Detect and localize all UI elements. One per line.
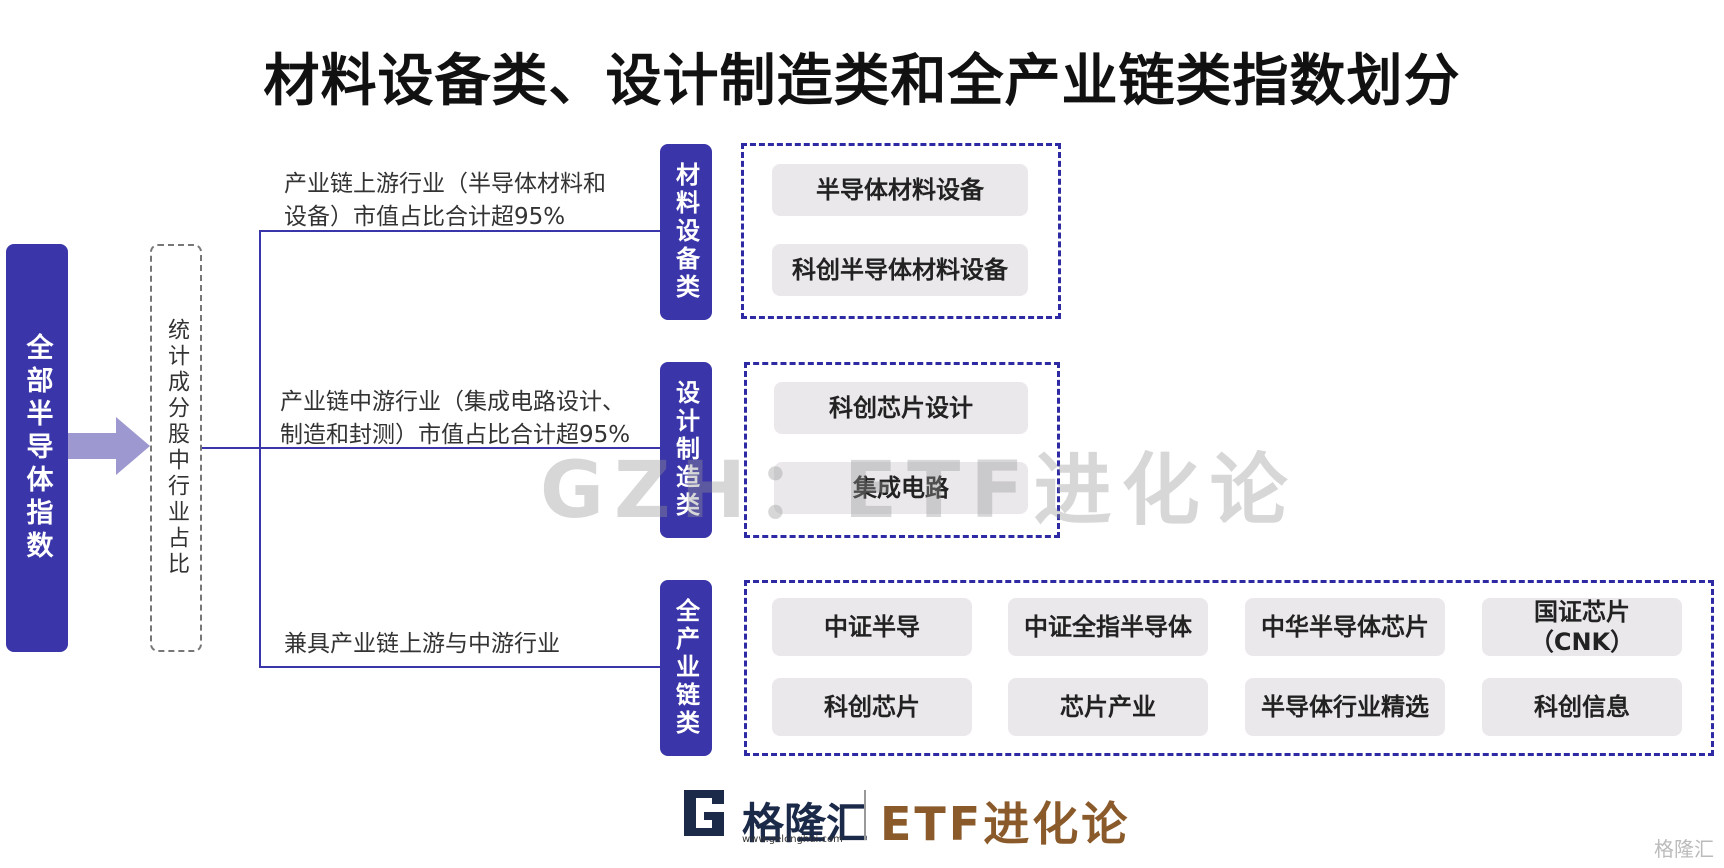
connector-line <box>259 230 661 232</box>
index-pill: 集成电路 <box>774 462 1028 514</box>
category-design-manufacturing: 设计制造类 <box>660 362 712 538</box>
footer-logo-name: 格隆汇 <box>742 799 869 848</box>
connector-line <box>202 447 260 449</box>
index-pill: 半导体行业精选 <box>1245 678 1445 736</box>
branch-description: 兼具产业链上游与中游行业 <box>284 631 560 657</box>
arrow-right-icon <box>68 417 150 475</box>
full-industry-chain-group <box>744 580 1714 756</box>
page-title: 材料设备类、设计制造类和全产业链类指数划分 <box>263 49 1461 114</box>
watermark: GZH：ETF进化论 <box>540 446 1298 536</box>
connector-line <box>259 447 661 449</box>
materials-equipment-group <box>741 143 1061 319</box>
branch-description: 产业链中游行业（集成电路设计、制造和封测）市值占比合计超95% <box>280 389 631 448</box>
design-manufacturing-group <box>744 362 1060 538</box>
connector-line <box>259 230 261 668</box>
category-materials-equipment: 材料设备类 <box>660 144 712 320</box>
index-pill: 半导体材料设备 <box>772 164 1028 216</box>
index-pill: 科创半导体材料设备 <box>772 244 1028 296</box>
index-pill: 中华半导体芯片 <box>1245 598 1445 656</box>
corner-watermark: 格隆汇 <box>1654 837 1714 861</box>
statistics-box: 统计成分股中行业占比 <box>150 244 202 652</box>
all-semiconductor-index-bar: 全部半导体指数 <box>6 244 68 652</box>
index-pill: 国证芯片 （CNK） <box>1482 598 1682 656</box>
footer-divider <box>864 790 866 840</box>
index-pill: 中证全指半导体 <box>1008 598 1208 656</box>
index-pill: 科创芯片设计 <box>774 382 1028 434</box>
footer-logo-url: www.gelonghui.com <box>742 834 843 845</box>
connector-line <box>259 666 661 668</box>
index-pill: 科创芯片 <box>772 678 972 736</box>
category-full-industry-chain: 全产业链类 <box>660 580 712 756</box>
index-pill: 芯片产业 <box>1008 678 1208 736</box>
index-pill: 科创信息 <box>1482 678 1682 736</box>
branch-description: 产业链上游行业（半导体材料和设备）市值占比合计超95% <box>284 171 606 230</box>
gelonghui-logo-icon <box>684 790 724 836</box>
index-pill: 中证半导 <box>772 598 972 656</box>
footer-brand: ETF进化论 <box>880 797 1131 851</box>
